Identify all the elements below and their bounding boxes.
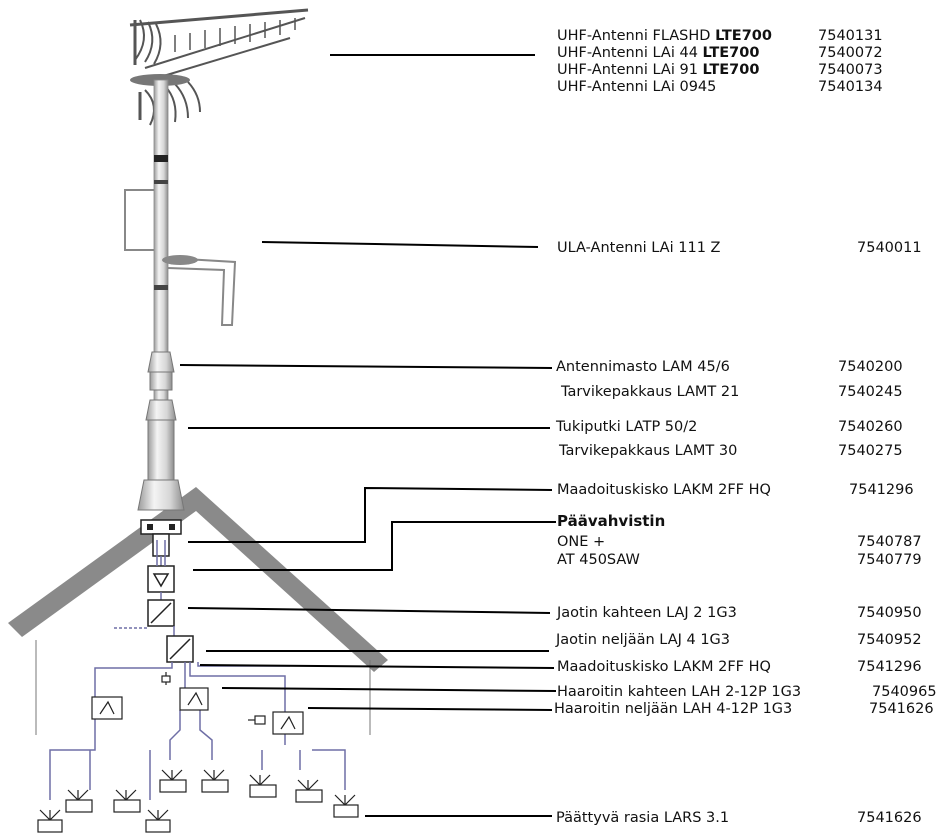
splitter-four-label: Jaotin neljään LAJ 4 1G3 <box>556 632 731 648</box>
antenna-mast <box>137 79 185 535</box>
uhf-antenna-code-3: 7540073 <box>818 62 883 78</box>
uhf-antenna-code-1: 7540131 <box>818 28 883 44</box>
amplifier-label-1: ONE + <box>557 534 606 550</box>
support-pipe-label: Tukiputki LATP 50/2 <box>556 419 698 435</box>
leader-splitter-two <box>187 607 551 614</box>
support-pipe-code: 7540260 <box>838 419 903 435</box>
mast-label: Antennimasto LAM 45/6 <box>556 359 730 375</box>
leader-tap-two <box>221 687 557 692</box>
uhf-antenna-label-1: UHF-Antenni FLASHD LTE700 <box>557 28 772 44</box>
uhf-antenna-label-2: UHF-Antenni LAi 44 LTE700 <box>557 45 760 61</box>
splitter-four-code: 7540952 <box>857 632 922 648</box>
leader-mast <box>179 364 553 369</box>
grounding-rail-code: 7541296 <box>849 482 914 498</box>
splitter-two-code: 7540950 <box>857 605 922 621</box>
grounding-rail-label: Maadoituskisko LAKM 2FF HQ <box>557 482 771 498</box>
amplifier-box <box>147 565 175 593</box>
ula-antenna-code: 7540011 <box>857 240 922 256</box>
leader-tap-four <box>307 707 553 711</box>
uhf-antenna-label-4: UHF-Antenni LAi 0945 <box>557 79 717 95</box>
amplifier-code-2: 7540779 <box>857 552 922 568</box>
amplifier-heading: Päävahvistin <box>557 512 666 530</box>
amplifier-code-1: 7540787 <box>857 534 922 550</box>
grounding-rail-2-code: 7541296 <box>857 659 922 675</box>
grounding-rail-2-label: Maadoituskisko LAKM 2FF HQ <box>557 659 771 675</box>
pipe-accessory-code: 7540275 <box>838 443 903 459</box>
outlet-group <box>37 769 359 833</box>
amplifier-chain <box>114 533 194 663</box>
mast-accessory-label: Tarvikepakkaus LAMT 21 <box>561 384 740 400</box>
leader-grounding-rail-2 <box>199 664 555 669</box>
mast-code: 7540200 <box>838 359 903 375</box>
ula-antenna-label: ULA-Antenni LAi 111 Z <box>557 240 721 256</box>
tap-four-code: 7541626 <box>869 701 934 717</box>
outlet-label: Päättyvä rasia LARS 3.1 <box>556 810 730 826</box>
roof <box>8 487 388 735</box>
outlet-code: 7541626 <box>857 810 922 826</box>
tap-two-code: 7540965 <box>872 684 937 700</box>
tap-two-label: Haaroitin kahteen LAH 2-12P 1G3 <box>557 684 802 700</box>
leader-ula <box>261 241 539 248</box>
mast-accessory-code: 7540245 <box>838 384 903 400</box>
uhf-antenna-label-3: UHF-Antenni LAi 91 LTE700 <box>557 62 760 78</box>
ula-antenna-graphic <box>124 189 237 326</box>
tap-four-label: Haaroitin neljään LAH 4-12P 1G3 <box>554 701 793 717</box>
amplifier-label-2: AT 450SAW <box>557 552 640 568</box>
leader-grounding-rail <box>188 486 553 543</box>
leader-lines <box>179 54 557 817</box>
splitter-two-label: Jaotin kahteen LAJ 2 1G3 <box>557 605 737 621</box>
leader-amplifier <box>193 521 556 571</box>
uhf-antenna-code-4: 7540134 <box>818 79 883 95</box>
uhf-antenna-code-2: 7540072 <box>818 45 883 61</box>
pipe-accessory-label: Tarvikepakkaus LAMT 30 <box>559 443 738 459</box>
taps-and-outlets <box>37 672 359 833</box>
